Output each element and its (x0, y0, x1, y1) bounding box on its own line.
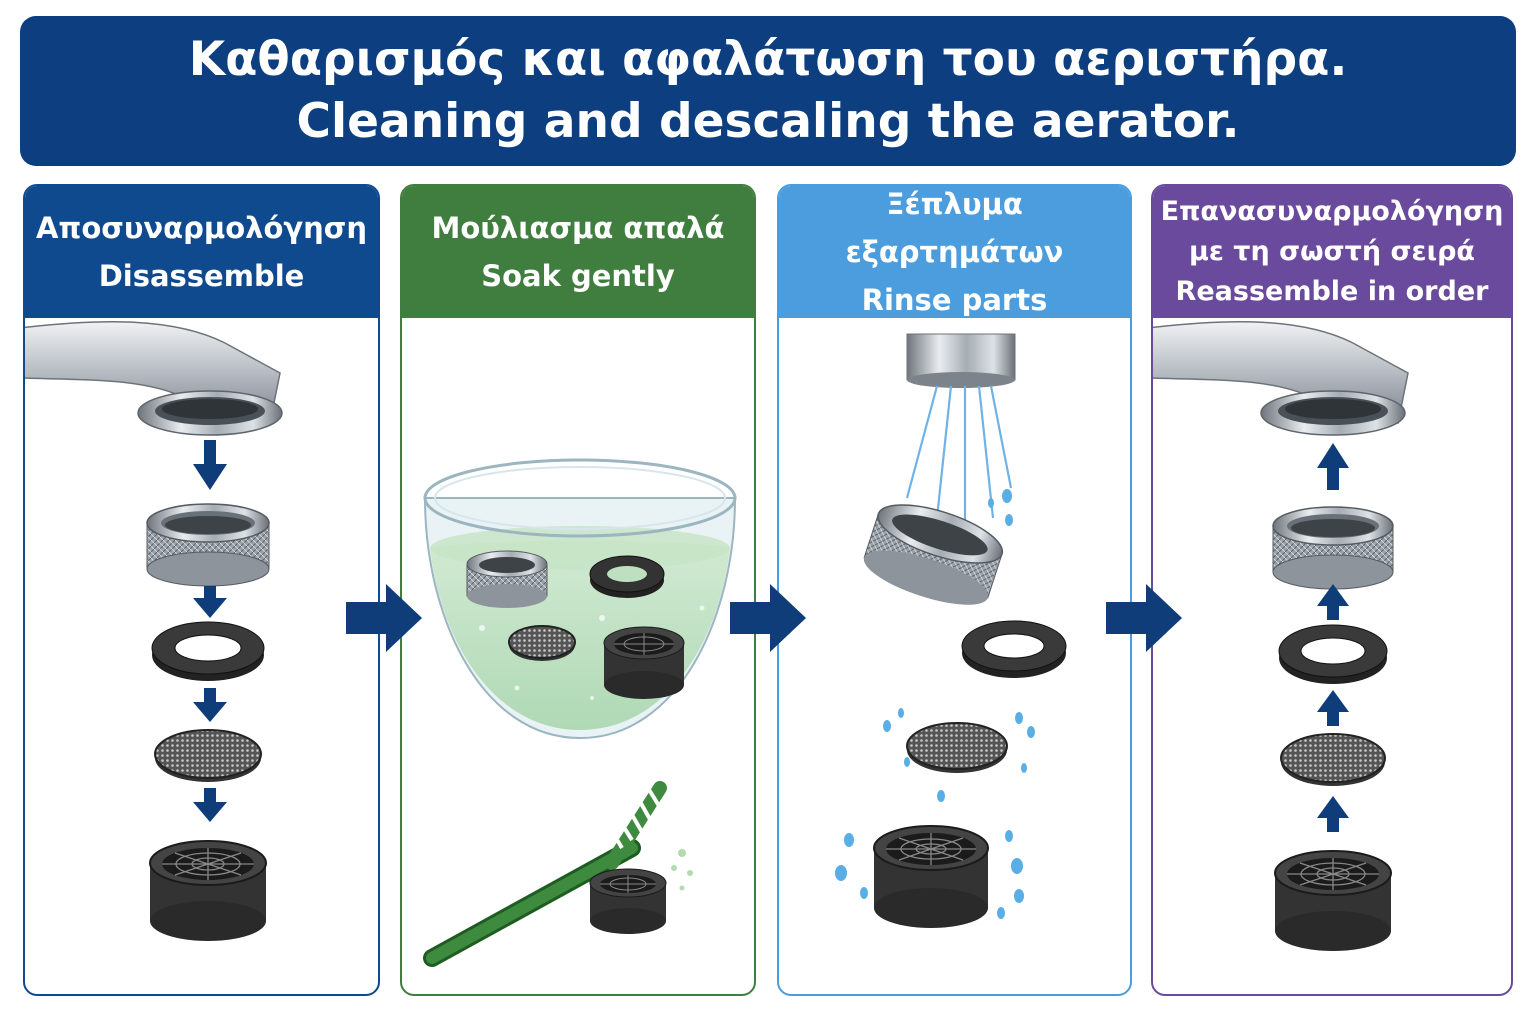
step-label-english: Soak gently (481, 259, 675, 293)
housing-ring-icon (466, 550, 548, 608)
step-label-greek: Μούλιασμα απαλά (431, 211, 725, 245)
step-label-greek: Αποσυναρμολόγηση (35, 211, 368, 245)
soak-illustration (423, 458, 737, 967)
title-greek: Καθαρισμός και αφαλάτωση του αεριστήρα. (188, 32, 1348, 87)
aerator-insert-icon (589, 868, 667, 934)
mesh-screen-icon (906, 722, 1008, 773)
disassemble-illustration (25, 321, 283, 941)
step-label-english: Reassemble in order (1175, 276, 1489, 307)
step-header-disassemble: Αποσυναρμολόγηση Disassemble (25, 186, 378, 318)
housing-ring-icon (863, 504, 1004, 605)
aerator-insert-icon (149, 840, 267, 941)
step-header-rinse: Ξέπλυμα εξαρτημάτων Rinse parts (779, 186, 1130, 318)
mesh-screen-icon (154, 729, 262, 782)
droplet-icon (988, 489, 1013, 526)
faucet-icon (1153, 321, 1409, 436)
step-panel-disassemble: Αποσυναρμολόγηση Disassemble (23, 184, 380, 996)
rubber-washer-icon (1278, 624, 1388, 684)
housing-ring-icon (146, 503, 270, 587)
water-spray-icon (905, 385, 1013, 528)
step-label-english: Rinse parts (861, 283, 1048, 317)
step-header-soak: Μούλιασμα απαλά Soak gently (402, 186, 754, 318)
title-english: Cleaning and descaling the aerator. (296, 94, 1240, 149)
rubber-washer-icon (589, 555, 665, 598)
arrow-down-icon (193, 688, 227, 722)
mesh-screen-icon (508, 625, 576, 661)
faucet-icon (906, 333, 1016, 388)
housing-ring-icon (1272, 506, 1394, 590)
arrow-up-icon (1317, 796, 1349, 832)
arrow-right-icon (1106, 584, 1182, 652)
step-label-greek: Ξέπλυμα εξαρτημάτων (845, 187, 1064, 269)
rubber-washer-icon (151, 621, 265, 681)
step-header-reassemble: Επανασυναρμολόγηση με τη σωστή σειρά Rea… (1153, 186, 1511, 318)
reassemble-illustration (1153, 321, 1409, 951)
arrow-down-icon (193, 788, 227, 822)
mesh-screen-icon (1280, 733, 1386, 786)
droplet-icon (883, 708, 1035, 802)
toothbrush-icon (423, 781, 667, 967)
aerator-insert-icon (1274, 850, 1392, 951)
arrow-right-icon (346, 584, 422, 652)
rubber-washer-icon (961, 620, 1067, 678)
aerator-insert-icon (873, 825, 989, 928)
arrow-up-icon (1317, 690, 1349, 726)
arrow-down-icon (193, 586, 227, 618)
step-label-english: Disassemble (98, 259, 305, 293)
arrow-down-icon (193, 440, 227, 490)
step-label-greek-line1: Επανασυναρμολόγηση (1160, 196, 1504, 227)
faucet-icon (25, 321, 283, 436)
rinse-illustration (835, 333, 1067, 928)
arrow-up-icon (1317, 443, 1349, 490)
droplet-icon (835, 830, 1024, 919)
step-panel-rinse: Ξέπλυμα εξαρτημάτων Rinse parts (777, 184, 1132, 996)
aerator-insert-icon (603, 626, 685, 699)
step-panel-soak: Μούλιασμα απαλά Soak gently (400, 184, 756, 996)
arrow-up-icon (1317, 584, 1349, 620)
arrow-right-icon (730, 584, 806, 652)
step-panel-reassemble: Επανασυναρμολόγηση με τη σωστή σειρά Rea… (1151, 184, 1513, 996)
title-banner: Καθαρισμός και αφαλάτωση του αεριστήρα. … (20, 16, 1516, 166)
step-label-greek-line2: με τη σωστή σειρά (1189, 236, 1475, 267)
